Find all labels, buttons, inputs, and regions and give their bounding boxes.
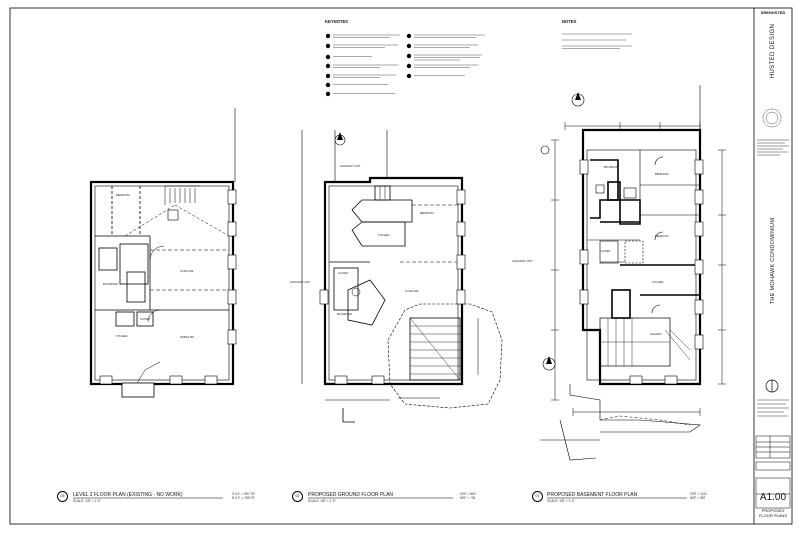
plan-number-badge: 01 [532, 491, 543, 502]
revision-table [755, 435, 791, 509]
plan-title: LEVEL 2 FLOOR PLAN (EXISTING - NO WORK) [73, 492, 183, 498]
plan-basement [540, 85, 726, 461]
professional-seal-icon [762, 108, 782, 128]
room-bedroom-basement-1: BEDROOM [655, 172, 668, 176]
sheet-number: A1.00 [759, 492, 787, 503]
title-block: SREHUSTED HUSTED DESIGN THE MOHAWK CONDO… [754, 8, 792, 524]
north-arrow-icon [765, 379, 779, 393]
plan-number-badge: 02 [292, 491, 303, 502]
room-bathroom-l2: BATHROOM [103, 282, 118, 286]
firm-short-name: SREHUSTED [760, 10, 786, 15]
sheet-border [9, 7, 793, 525]
room-bedroom-basement-2: BEDROOM [655, 234, 668, 238]
plan-scale: SCALE: 1/8" = 1'-0" [73, 499, 101, 503]
room-bedroom-ground: BEDROOM [420, 211, 433, 215]
plan-scale: SCALE: 1/8" = 1'-0" [308, 499, 336, 503]
keynotes-section [325, 33, 485, 97]
plan-title-underline [547, 497, 687, 499]
room-living-ground: LIVING RM [405, 289, 418, 293]
room-kitchen-l2: KITCHEN [116, 334, 128, 338]
plan-title-underline [308, 497, 453, 499]
room-closet-l2: CLOSET [140, 317, 151, 321]
project-name: THE MOHAWK CONDOMINIUM [770, 217, 776, 305]
room-kitchen-ground: KITCHEN [378, 233, 390, 237]
room-adjacent-basement: ADJACENT UNIT [512, 259, 533, 263]
room-bathroom-ground: BATHROOM [337, 312, 352, 316]
plan-ground [301, 130, 503, 423]
room-closet-ground: CLOSET [338, 271, 349, 275]
plan-ground-labels: BEDROOM KITCHEN LIVING RM CLOSET BATHROO… [290, 164, 433, 316]
plan-title-underline [73, 497, 223, 499]
plan-level-2 [89, 108, 237, 398]
firm-name: HUSTED DESIGN [770, 23, 776, 79]
title-block-notes [757, 139, 789, 417]
plan-title: PROPOSED BASEMENT FLOOR PLAN [547, 492, 638, 498]
notes-title: NOTES [562, 19, 577, 24]
plan-title: PROPOSED GROUND FLOOR PLAN [308, 492, 394, 498]
keynotes-title: KEYNOTES [325, 19, 349, 24]
room-closet-basement: CLOSET [600, 249, 611, 253]
room-kitchen-basement: KITCHEN [652, 280, 664, 284]
room-bathroom-basement: BATHROOM [604, 165, 619, 169]
room-living-l2: LIVING RM [180, 269, 193, 273]
room-adjacent-ground-west: ADJACENT UNIT [290, 280, 311, 284]
notes-section [562, 33, 632, 49]
room-dining-l2: DINING RM [180, 335, 194, 339]
room-hallway-basement: HALLWAY [650, 332, 662, 336]
plan-number-badge: 03 [57, 491, 68, 502]
plan-level-2-labels: BEDROOM LIVING RM DINING RM BATHROOM KIT… [103, 193, 194, 339]
plan-basement-labels: BEDROOM BEDROOM KITCHEN HALLWAY BATHROOM… [512, 165, 668, 336]
plan-scale: SCALE: 1/8" = 1'-0" [547, 499, 575, 503]
room-bedroom-l2: BEDROOM [116, 193, 129, 197]
room-adjacent-ground: ADJACENT UNIT [340, 164, 361, 168]
